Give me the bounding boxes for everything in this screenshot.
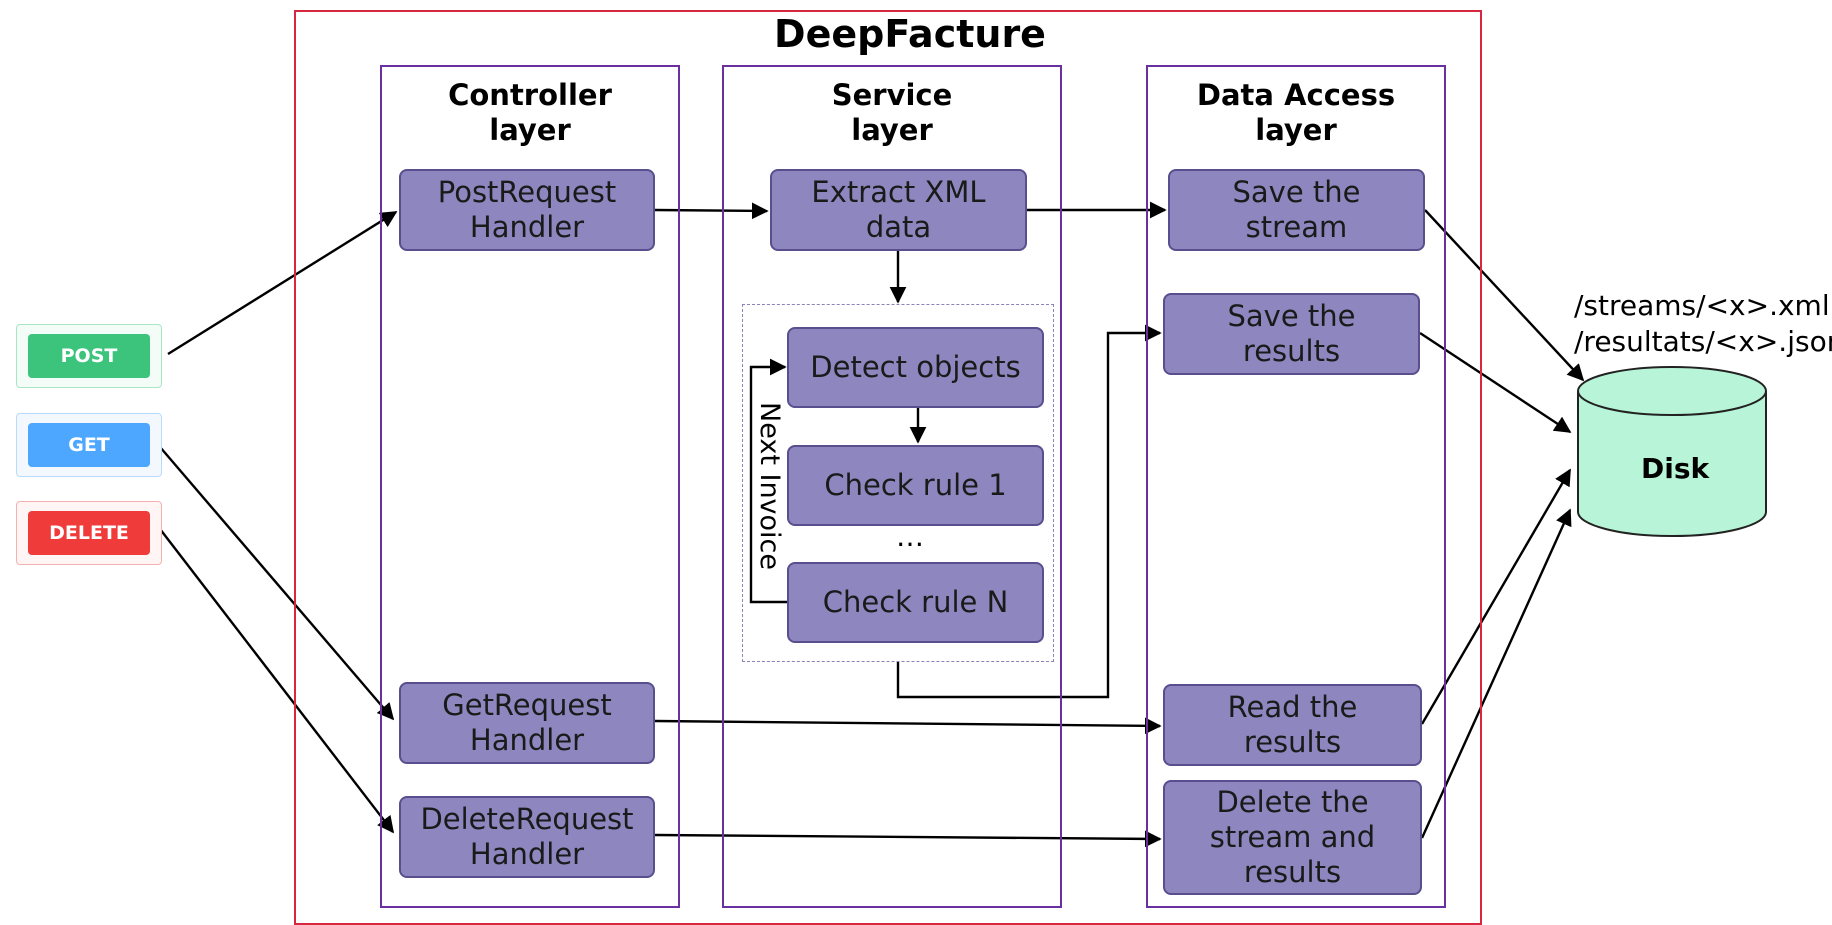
storage-paths: /streams/<x>.xml /resultats/<x>.json bbox=[1574, 288, 1832, 360]
arrow-get-to-handler bbox=[159, 446, 395, 721]
detect-objects-node: Detect objects bbox=[787, 327, 1044, 408]
controller-layer-title: Controller layer bbox=[448, 78, 612, 147]
check-rule-1-node: Check rule 1 bbox=[787, 445, 1044, 526]
disk-label: Disk bbox=[1641, 452, 1710, 485]
arrow-save-stream-to-disk bbox=[1424, 209, 1585, 382]
processing-loop-frame bbox=[742, 304, 1054, 662]
arrow-service-to-save-results bbox=[896, 324, 1162, 699]
save-results-node: Save the results bbox=[1163, 293, 1420, 375]
arrow-delete-to-delete-all bbox=[654, 830, 1162, 848]
arrow-post-to-extract bbox=[654, 202, 769, 220]
post-request-handler-node: PostRequest Handler bbox=[399, 169, 655, 251]
arrow-delete-to-disk bbox=[1420, 508, 1572, 839]
get-method-badge: GET bbox=[16, 413, 162, 477]
delete-stream-results-node: Delete the stream and results bbox=[1163, 780, 1422, 895]
results-path: /resultats/<x>.json bbox=[1574, 325, 1832, 358]
delete-button[interactable]: DELETE bbox=[28, 511, 150, 555]
get-request-handler-node: GetRequest Handler bbox=[399, 682, 655, 764]
delete-method-badge: DELETE bbox=[16, 501, 162, 565]
service-layer-frame bbox=[722, 65, 1062, 908]
streams-path: /streams/<x>.xml bbox=[1574, 289, 1830, 322]
data-access-layer-title: Data Access layer bbox=[1196, 78, 1396, 147]
arrow-get-to-read bbox=[654, 717, 1162, 735]
save-stream-node: Save the stream bbox=[1168, 169, 1425, 251]
rules-ellipsis: … bbox=[896, 520, 926, 553]
disk-icon bbox=[1577, 366, 1767, 537]
controller-layer-frame bbox=[380, 65, 680, 908]
arrow-read-to-disk bbox=[1420, 468, 1572, 725]
check-rule-n-node: Check rule N bbox=[787, 562, 1044, 643]
arrow-next-invoice bbox=[749, 358, 787, 604]
read-results-node: Read the results bbox=[1163, 684, 1422, 766]
delete-request-handler-node: DeleteRequest Handler bbox=[399, 796, 655, 878]
service-layer-title: Service layer bbox=[831, 78, 953, 147]
arrow-delete-to-handler bbox=[159, 528, 395, 834]
post-method-badge: POST bbox=[16, 324, 162, 388]
get-button[interactable]: GET bbox=[28, 423, 150, 467]
arrow-post-to-handler bbox=[167, 210, 398, 356]
diagram-title: DeepFacture bbox=[774, 12, 1046, 56]
next-invoice-label: Next Invoice bbox=[754, 402, 785, 571]
data-access-layer-frame bbox=[1146, 65, 1446, 908]
post-button[interactable]: POST bbox=[28, 334, 150, 378]
extract-xml-node: Extract XML data bbox=[770, 169, 1027, 251]
